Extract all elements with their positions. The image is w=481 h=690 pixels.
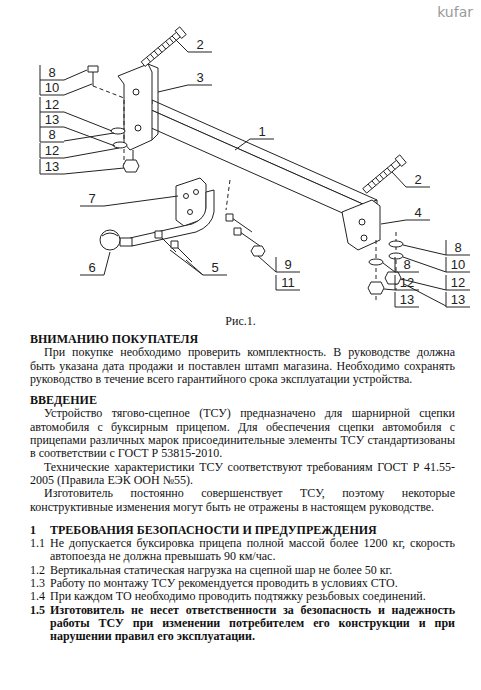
item-text: Не допускается буксировка прицепа полной… (50, 537, 455, 564)
callout-line (40, 65, 41, 80)
callout-number: 6 (88, 261, 95, 275)
paragraph: Устройство тягово-сцепное (ТСУ) предназн… (30, 407, 455, 460)
callout-line (395, 292, 396, 307)
item-number: 1.1 (30, 537, 50, 564)
callout-number: 9 (284, 258, 291, 272)
callout-number: 4 (414, 206, 421, 220)
callout-line (395, 275, 396, 290)
callout-number: 13 (451, 293, 465, 307)
callout-number: 8 (403, 258, 410, 272)
callout-number: 13 (45, 113, 59, 127)
callout-line (276, 275, 277, 290)
paragraph: Изготовитель постоянно совершенствует ТС… (30, 487, 455, 514)
item-text: Вертикальная статическая нагрузка на сце… (50, 564, 455, 577)
paragraph: При покупке необходимо проверить комплек… (30, 346, 455, 386)
callout-number: 10 (45, 81, 59, 95)
watermark: kufar (437, 4, 473, 20)
callout-number: 12 (400, 276, 414, 290)
figure-caption: Рис.1. (0, 314, 481, 328)
list-item: 1.4При каждом ТО необходимо проводить по… (30, 590, 455, 603)
callout-number: 1 (258, 125, 265, 139)
list-item: 1.2Вертикальная статическая нагрузка на … (30, 564, 455, 577)
callout-number: 12 (45, 144, 59, 158)
section-heading: 1ТРЕБОВАНИЯ БЕЗОПАСНОСТИ И ПРЕДУПРЕЖДЕНИ… (30, 524, 455, 537)
section-heading: ТРЕБОВАНИЯ БЕЗОПАСНОСТИ И ПРЕДУПРЕЖДЕНИЯ (50, 524, 455, 537)
callout-number: 7 (88, 192, 95, 206)
callout-number: 3 (196, 71, 203, 85)
callout-line (446, 292, 447, 307)
item-number: 1.2 (30, 564, 50, 577)
callout-line (276, 257, 277, 272)
callout-number: 12 (451, 276, 465, 290)
callout-number: 8 (454, 241, 461, 255)
item-number: 1.5 (30, 604, 50, 644)
callout-line (395, 257, 396, 272)
callout-number: 8 (48, 66, 55, 80)
item-number: 1.4 (30, 590, 50, 603)
callout-number: 12 (45, 98, 59, 112)
callout-line (40, 159, 41, 174)
section-heading: ВВЕДЕНИЕ (30, 394, 455, 407)
section-heading: ВНИМАНИЮ ПОКУПАТЕЛЯ (30, 333, 455, 346)
callout-number: 5 (211, 261, 218, 275)
callout-number: 2 (414, 173, 421, 187)
item-text: Работу по монтажу ТСУ рекомендуется пров… (50, 577, 455, 590)
callout-number: 13 (45, 160, 59, 174)
list-item: 1.3Работу по монтажу ТСУ рекомендуется п… (30, 577, 455, 590)
callout-number: 13 (400, 293, 414, 307)
callout-line (40, 112, 41, 127)
list-item: 1.5Изготовитель не несет ответственности… (30, 604, 455, 644)
callout-number: 11 (281, 276, 295, 290)
section-number: 1 (30, 524, 50, 537)
list-item: 1.1Не допускается буксировка прицепа пол… (30, 537, 455, 564)
callout-line (446, 275, 447, 290)
callout-number: 8 (48, 128, 55, 142)
callout-line (446, 257, 447, 272)
callout-line (40, 97, 41, 112)
callout-number: 2 (196, 38, 203, 52)
item-number: 1.3 (30, 577, 50, 590)
text-column: ВНИМАНИЮ ПОКУПАТЕЛЯПри покупке необходим… (30, 333, 455, 644)
callout-line (40, 127, 41, 142)
callout-line (40, 80, 41, 95)
callout-number: 10 (451, 258, 465, 272)
item-text: Изготовитель не несет ответственности за… (50, 604, 455, 644)
callout-line (40, 143, 41, 158)
paragraph: Технические характеристики ТСУ соответст… (30, 461, 455, 488)
item-text: При каждом ТО необходимо проводить подтя… (50, 590, 455, 603)
callout-line (446, 240, 447, 255)
